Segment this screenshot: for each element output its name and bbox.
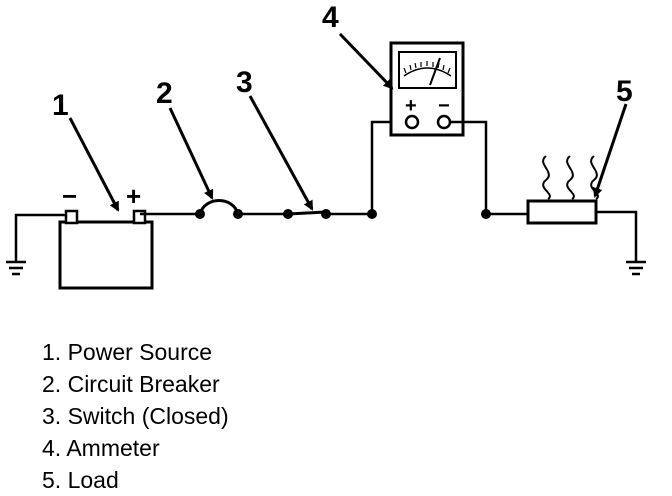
load-body xyxy=(526,199,598,225)
legend-label: Load xyxy=(67,467,119,493)
right-ground-symbol xyxy=(596,210,646,276)
legend-number: 3. xyxy=(42,403,62,429)
wire-ammeter-to-load xyxy=(450,120,528,216)
legend-label: Switch (Closed) xyxy=(67,403,229,429)
battery-negative-sign: − xyxy=(62,181,77,211)
ammeter-negative-sign: − xyxy=(438,95,450,117)
legend-number: 1. xyxy=(42,339,62,365)
legend-label: Power Source xyxy=(67,339,213,365)
legend-item: 2. Circuit Breaker xyxy=(42,368,229,400)
callout-number-3: 3 xyxy=(236,66,253,99)
legend-number: 2. xyxy=(42,371,62,397)
callout-arrow-5 xyxy=(592,103,628,198)
callout-number-1: 1 xyxy=(52,89,69,122)
battery-positive-sign: + xyxy=(126,181,141,211)
heat-waves-icon xyxy=(542,155,599,200)
legend-item: 4. Ammeter xyxy=(42,432,229,464)
component-legend: 1. Power Source 2. Circuit Breaker 3. Sw… xyxy=(42,336,229,496)
ammeter-needle xyxy=(429,57,441,86)
callout-number-2: 2 xyxy=(156,77,173,110)
circuit-breaker xyxy=(195,199,243,219)
switch-closed xyxy=(283,209,331,219)
ammeter-negative-terminal xyxy=(436,114,452,130)
legend-number: 5. xyxy=(42,467,62,493)
callout-number-5: 5 xyxy=(616,75,633,108)
battery: − + xyxy=(58,181,154,290)
ammeter: + − xyxy=(389,41,465,137)
battery-positive-terminal xyxy=(132,209,147,225)
ammeter-dial xyxy=(398,51,457,89)
legend-item: 1. Power Source xyxy=(42,336,229,368)
callout-number-4: 4 xyxy=(322,1,339,34)
legend-item: 3. Switch (Closed) xyxy=(42,400,229,432)
ammeter-positive-terminal xyxy=(404,114,420,130)
circuit-diagram: − + + − xyxy=(6,1,646,290)
load xyxy=(526,155,599,225)
legend-number: 4. xyxy=(42,435,62,461)
ammeter-positive-sign: + xyxy=(405,95,417,117)
battery-negative-terminal xyxy=(64,209,79,225)
callout-arrow-1 xyxy=(68,117,120,212)
battery-body xyxy=(58,220,154,290)
callout-arrow-3 xyxy=(248,95,314,211)
legend-item: 5. Load xyxy=(42,464,229,496)
callout-arrow-2 xyxy=(168,107,214,200)
legend-label: Ammeter xyxy=(66,435,160,461)
legend-label: Circuit Breaker xyxy=(67,371,220,397)
callout-arrow-4 xyxy=(338,32,394,90)
left-ground-symbol xyxy=(6,213,72,276)
